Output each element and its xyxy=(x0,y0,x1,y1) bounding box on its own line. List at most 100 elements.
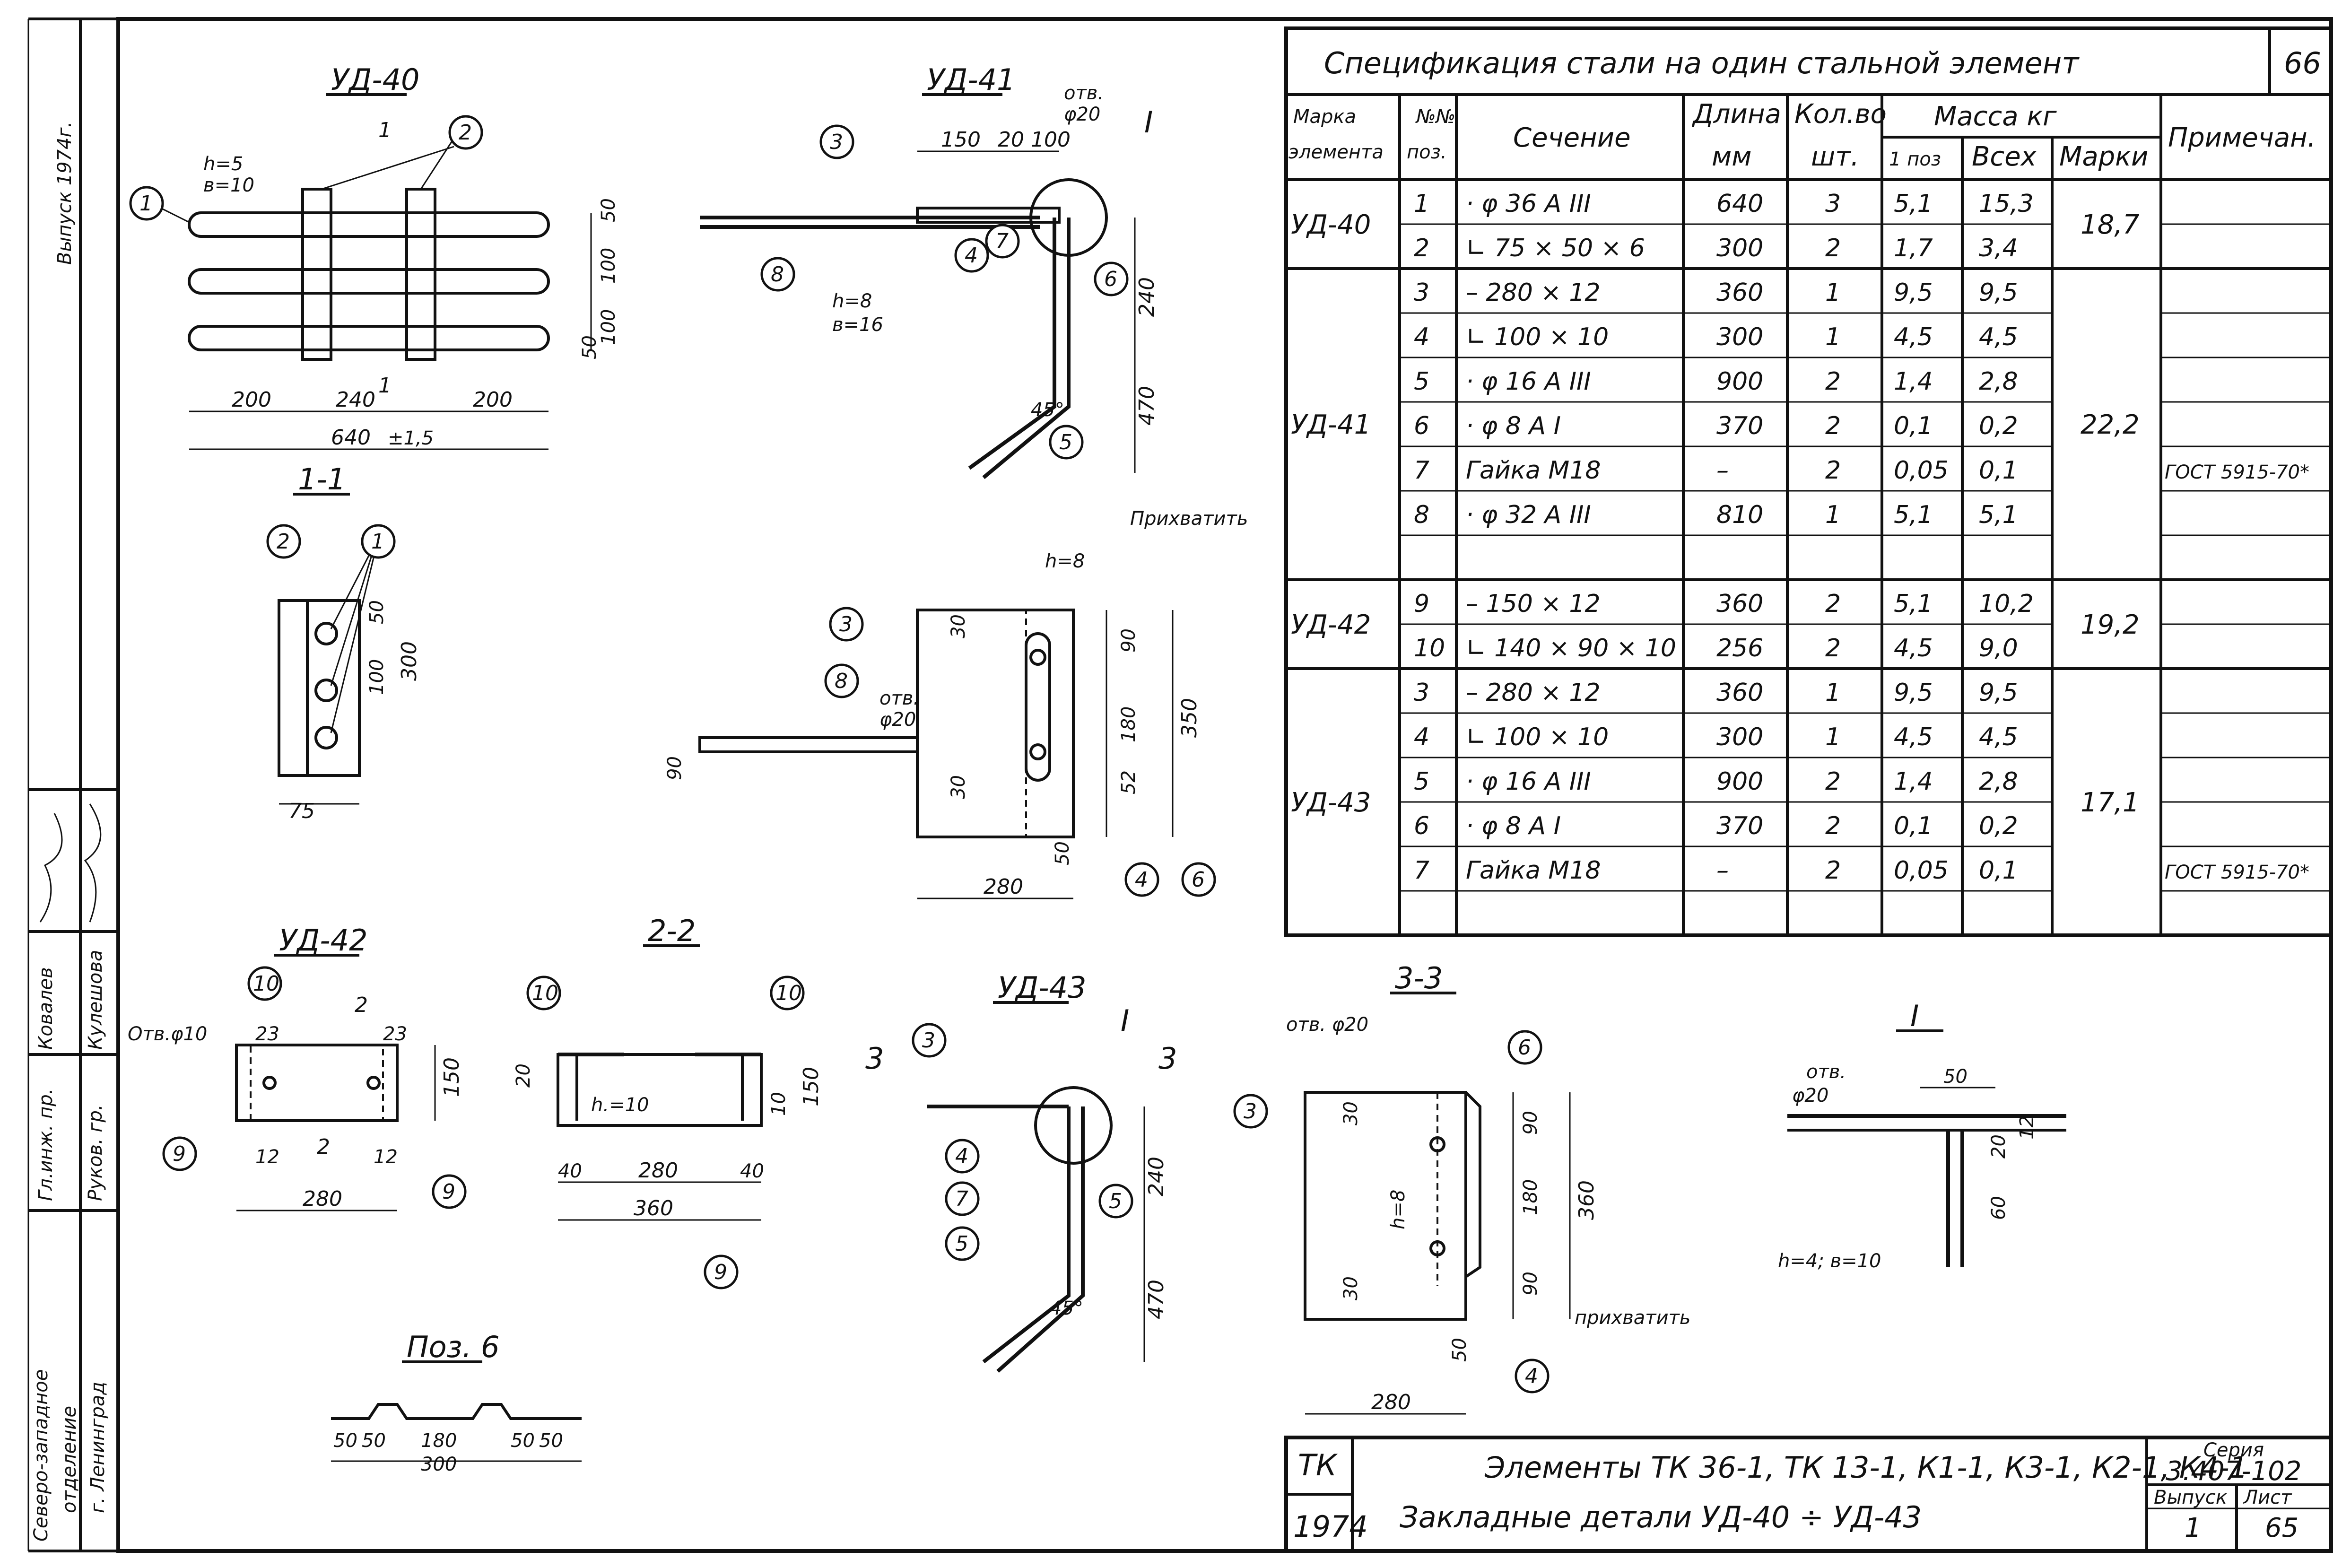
spec-cell-length: 900 xyxy=(1716,767,1763,796)
spec-mark-mass: 18,7 xyxy=(2081,209,2140,240)
spec-h-mark-1: Марка xyxy=(1293,106,1356,128)
spec-cell-qty: 2 xyxy=(1825,767,1841,796)
ud43-mark-I: I xyxy=(1121,1003,1129,1038)
ud42-dim-23b: 23 xyxy=(383,1023,407,1045)
spec-cell-mass-1: 4,5 xyxy=(1894,323,1933,351)
spec-h-mass: Масса кг xyxy=(1934,101,2057,132)
spec-cell-mass-all: 0,1 xyxy=(1979,456,2018,485)
spec-cell-qty: 2 xyxy=(1825,367,1841,396)
ud40-b: в=10 xyxy=(203,174,254,196)
sec22-dim-150: 150 xyxy=(799,1067,823,1106)
spec-cell-pos: 7 xyxy=(1414,456,1429,485)
sec33-weld: прихватить xyxy=(1575,1307,1690,1329)
detailI-dim-50: 50 xyxy=(1943,1066,1968,1088)
ud42-dim-150: 150 xyxy=(440,1057,464,1097)
spec-h-note: Примечан. xyxy=(2168,122,2316,153)
ud41-plan-dim-30b: 30 xyxy=(948,775,969,799)
spec-h-mass-mark: Марки xyxy=(2059,141,2148,172)
sec22-plate xyxy=(557,1053,763,1127)
sec22-bubble-10a-label: 10 xyxy=(532,981,558,1005)
ud40-dim-640: 640 xyxy=(331,426,371,450)
ud41-dim-45: 45° xyxy=(1031,399,1064,421)
spec-cell-qty: 1 xyxy=(1825,501,1841,529)
spec-cell-pos: 3 xyxy=(1414,279,1429,307)
spec-cell-section: · φ 8 А I xyxy=(1466,812,1561,840)
detailI-hole: отв. xyxy=(1806,1061,1846,1083)
ud41plan-bubble-3 xyxy=(829,607,864,642)
sec33-bubble-6-label: 6 xyxy=(1518,1036,1531,1060)
tb-issue: 1 xyxy=(2185,1513,2202,1543)
spec-mark-name: УД-42 xyxy=(1291,610,1371,640)
sec22-dim-40a: 40 xyxy=(558,1160,582,1182)
ud41-plate xyxy=(916,207,1061,224)
spec-cell-section: – 280 × 12 xyxy=(1466,279,1601,307)
ud42-sec-top: 2 xyxy=(355,993,368,1017)
spec-cell-mass-all: 10,2 xyxy=(1979,590,2034,618)
side-org-2: отделение xyxy=(59,1406,80,1513)
ud40-bubble-1 xyxy=(129,186,164,221)
spec-cell-mass-all: 9,5 xyxy=(1979,279,2018,307)
spec-cell-length: 370 xyxy=(1716,812,1763,840)
ud41-dim-100: 100 xyxy=(1031,128,1071,152)
ud40-dim-100a: 100 xyxy=(598,248,619,284)
ud42-dim-280: 280 xyxy=(303,1187,342,1211)
detailI-dim-12: 12 xyxy=(2016,1115,2038,1140)
view-detail-I: I отв. φ20 h=4; в=10 50 20 12 60 xyxy=(1778,999,2066,1272)
tb-year: 1974 xyxy=(1293,1509,1368,1544)
ud41-plan-weld: Прихватить xyxy=(1130,508,1248,530)
tb-org: ТК xyxy=(1298,1448,1338,1482)
spec-h-mass-all: Всех xyxy=(1972,141,2037,172)
spec-cell-length: 370 xyxy=(1716,412,1763,440)
pos6-dim-180: 180 xyxy=(421,1430,457,1452)
sec11-bubble-1-label: 1 xyxy=(371,530,384,554)
ud41-hole-label: отв. xyxy=(1064,82,1104,104)
spec-h-pos-2: поз. xyxy=(1407,141,1447,163)
spec-cell-mass-1: 5,1 xyxy=(1894,501,1933,529)
spec-cell-section: ∟ 75 × 50 × 6 xyxy=(1466,234,1645,262)
ud43-anchor xyxy=(982,1106,1071,1364)
tb-line1: Элементы ТК 36-1, ТК 13-1, К1-1, К3-1, К… xyxy=(1484,1450,2248,1485)
spec-cell-note: ГОСТ 5915-70* xyxy=(2165,862,2309,883)
sec22-bubble-10a xyxy=(526,976,561,1010)
view-section-2-2: 2-2 h.=10 20 10 150 40 280 40 360 10 10 … xyxy=(513,914,823,1289)
ud41plan-bubble-4 xyxy=(1124,862,1159,897)
spec-cell-pos: 6 xyxy=(1414,812,1429,840)
ud43-bubble-4 xyxy=(945,1139,980,1174)
tb-line2: Закладные детали УД-40 ÷ УД-43 xyxy=(1400,1500,1922,1534)
spec-cell-pos: 10 xyxy=(1414,634,1445,662)
sec22-bubble-10b-label: 10 xyxy=(775,981,802,1005)
pos6-dim-50c: 50 xyxy=(511,1430,535,1452)
tb-sheet: 65 xyxy=(2265,1513,2298,1543)
side-head-role: Руков. гр. xyxy=(85,1104,106,1201)
side-chief-name: Ковалев xyxy=(35,967,57,1050)
spec-h-qty-2: шт. xyxy=(1811,141,1859,172)
ud41-b: в=16 xyxy=(832,314,883,336)
ud40-dim-50a: 50 xyxy=(598,198,619,222)
ud41-dim-20: 20 xyxy=(998,128,1024,152)
ud42-bubble-10-label: 10 xyxy=(253,972,279,996)
ud41-plan-hole: отв. xyxy=(879,688,919,709)
ud42-dim-12a: 12 xyxy=(255,1146,279,1168)
sec22-dim-280: 280 xyxy=(638,1159,678,1183)
detailI-dim-20: 20 xyxy=(1988,1134,2010,1159)
sec33-dim-30a: 30 xyxy=(1340,1101,1362,1125)
spec-cell-mass-all: 2,8 xyxy=(1979,767,2018,796)
sec22-dim-40b: 40 xyxy=(740,1160,764,1182)
ud41-bubble-8-label: 8 xyxy=(771,262,784,287)
ud41-bubble-6-label: 6 xyxy=(1104,267,1117,291)
spec-cell-qty: 2 xyxy=(1825,590,1841,618)
sec33-dim-30b: 30 xyxy=(1340,1276,1362,1300)
spec-cell-mass-1: 1,4 xyxy=(1894,367,1933,396)
spec-h-mass-1: 1 поз xyxy=(1889,148,1941,170)
spec-cell-qty: 2 xyxy=(1825,234,1841,262)
ud41-bubble-5 xyxy=(1049,425,1084,460)
spec-cell-section: · φ 36 А III xyxy=(1466,190,1591,218)
spec-cell-length: 360 xyxy=(1716,590,1763,618)
spec-cell-pos: 6 xyxy=(1414,412,1429,440)
sec11-bubble-2-label: 2 xyxy=(277,530,290,554)
spec-cell-mass-all: 4,5 xyxy=(1979,723,2018,751)
sec33-dim-90b: 90 xyxy=(1520,1272,1541,1296)
spec-cell-pos: 3 xyxy=(1414,679,1429,707)
ud41-anchor xyxy=(968,218,1056,470)
